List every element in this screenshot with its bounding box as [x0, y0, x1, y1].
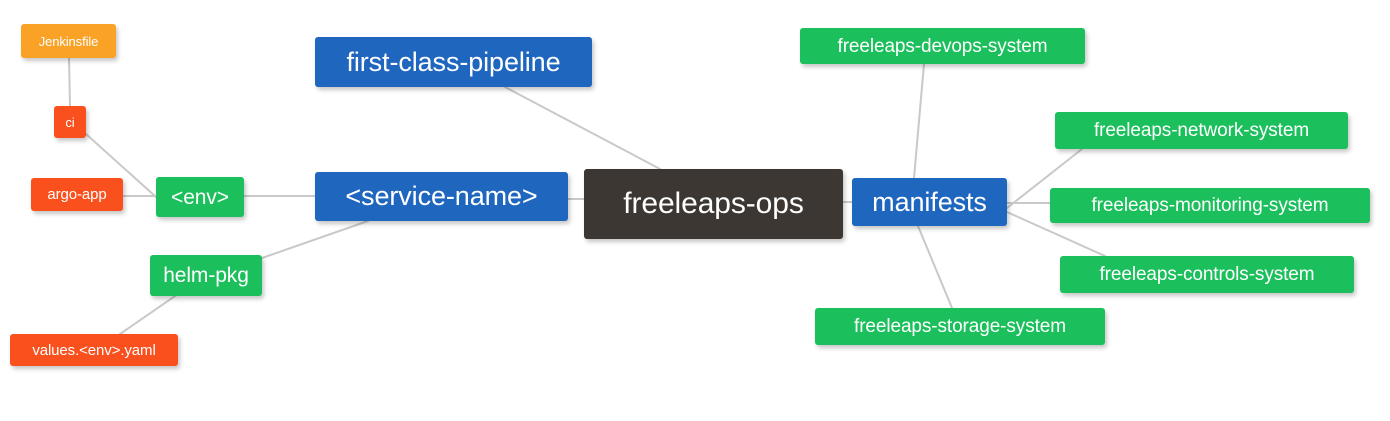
node-label-freeleaps-monitoring-system: freeleaps-monitoring-system [1091, 195, 1329, 216]
mindmap-node-helm-pkg[interactable]: helm-pkg [150, 255, 262, 296]
mindmap-node-freeleaps-storage-system[interactable]: freeleaps-storage-system [815, 308, 1105, 345]
mindmap-node-env[interactable]: <env> [156, 177, 244, 217]
mindmap-node-ci[interactable]: ci [54, 106, 86, 138]
mindmap-node-freeleaps-devops-system[interactable]: freeleaps-devops-system [800, 28, 1085, 64]
mindmap-node-freeleaps-network-system[interactable]: freeleaps-network-system [1055, 112, 1348, 149]
node-label-freeleaps-devops-system: freeleaps-devops-system [837, 35, 1048, 57]
edge-manifests-to-freeleaps-devops-system [913, 63, 925, 179]
edge-values-yaml-to-helm-pkg [119, 293, 179, 335]
node-label-freeleaps-storage-system: freeleaps-storage-system [854, 316, 1066, 337]
node-label-freeleaps-controls-system: freeleaps-controls-system [1099, 264, 1315, 285]
edge-manifests-to-freeleaps-storage-system [917, 225, 953, 309]
mindmap-node-freeleaps-controls-system[interactable]: freeleaps-controls-system [1060, 256, 1354, 293]
node-label-helm-pkg: helm-pkg [163, 264, 249, 287]
mindmap-node-first-class-pipeline[interactable]: first-class-pipeline [315, 37, 592, 87]
node-label-jenkinsfile: Jenkinsfile [38, 33, 99, 49]
node-label-service-name: <service-name> [345, 181, 538, 211]
node-label-first-class-pipeline: first-class-pipeline [346, 46, 561, 77]
node-label-env: <env> [171, 185, 229, 209]
node-label-ci: ci [65, 114, 75, 130]
mindmap-node-freeleaps-ops[interactable]: freeleaps-ops [584, 169, 843, 239]
node-label-values-yaml: values.<env>.yaml [32, 341, 156, 359]
node-label-argo-app: argo-app [47, 186, 107, 203]
edge-helm-pkg-to-service-name [261, 220, 369, 259]
mindmap-node-freeleaps-monitoring-system[interactable]: freeleaps-monitoring-system [1050, 188, 1370, 223]
edge-jenkinsfile-to-ci [68, 57, 71, 107]
mindmap-node-manifests[interactable]: manifests [852, 178, 1007, 226]
mindmap-node-argo-app[interactable]: argo-app [31, 178, 123, 211]
mindmap-node-values-yaml[interactable]: values.<env>.yaml [10, 334, 178, 366]
mindmap-node-service-name[interactable]: <service-name> [315, 172, 568, 221]
edge-first-class-pipeline-to-freeleaps-ops [504, 86, 661, 170]
node-label-manifests: manifests [872, 186, 987, 217]
node-label-freeleaps-network-system: freeleaps-network-system [1093, 120, 1310, 141]
node-label-freeleaps-ops: freeleaps-ops [623, 187, 804, 220]
mindmap-node-jenkinsfile[interactable]: Jenkinsfile [21, 24, 116, 58]
